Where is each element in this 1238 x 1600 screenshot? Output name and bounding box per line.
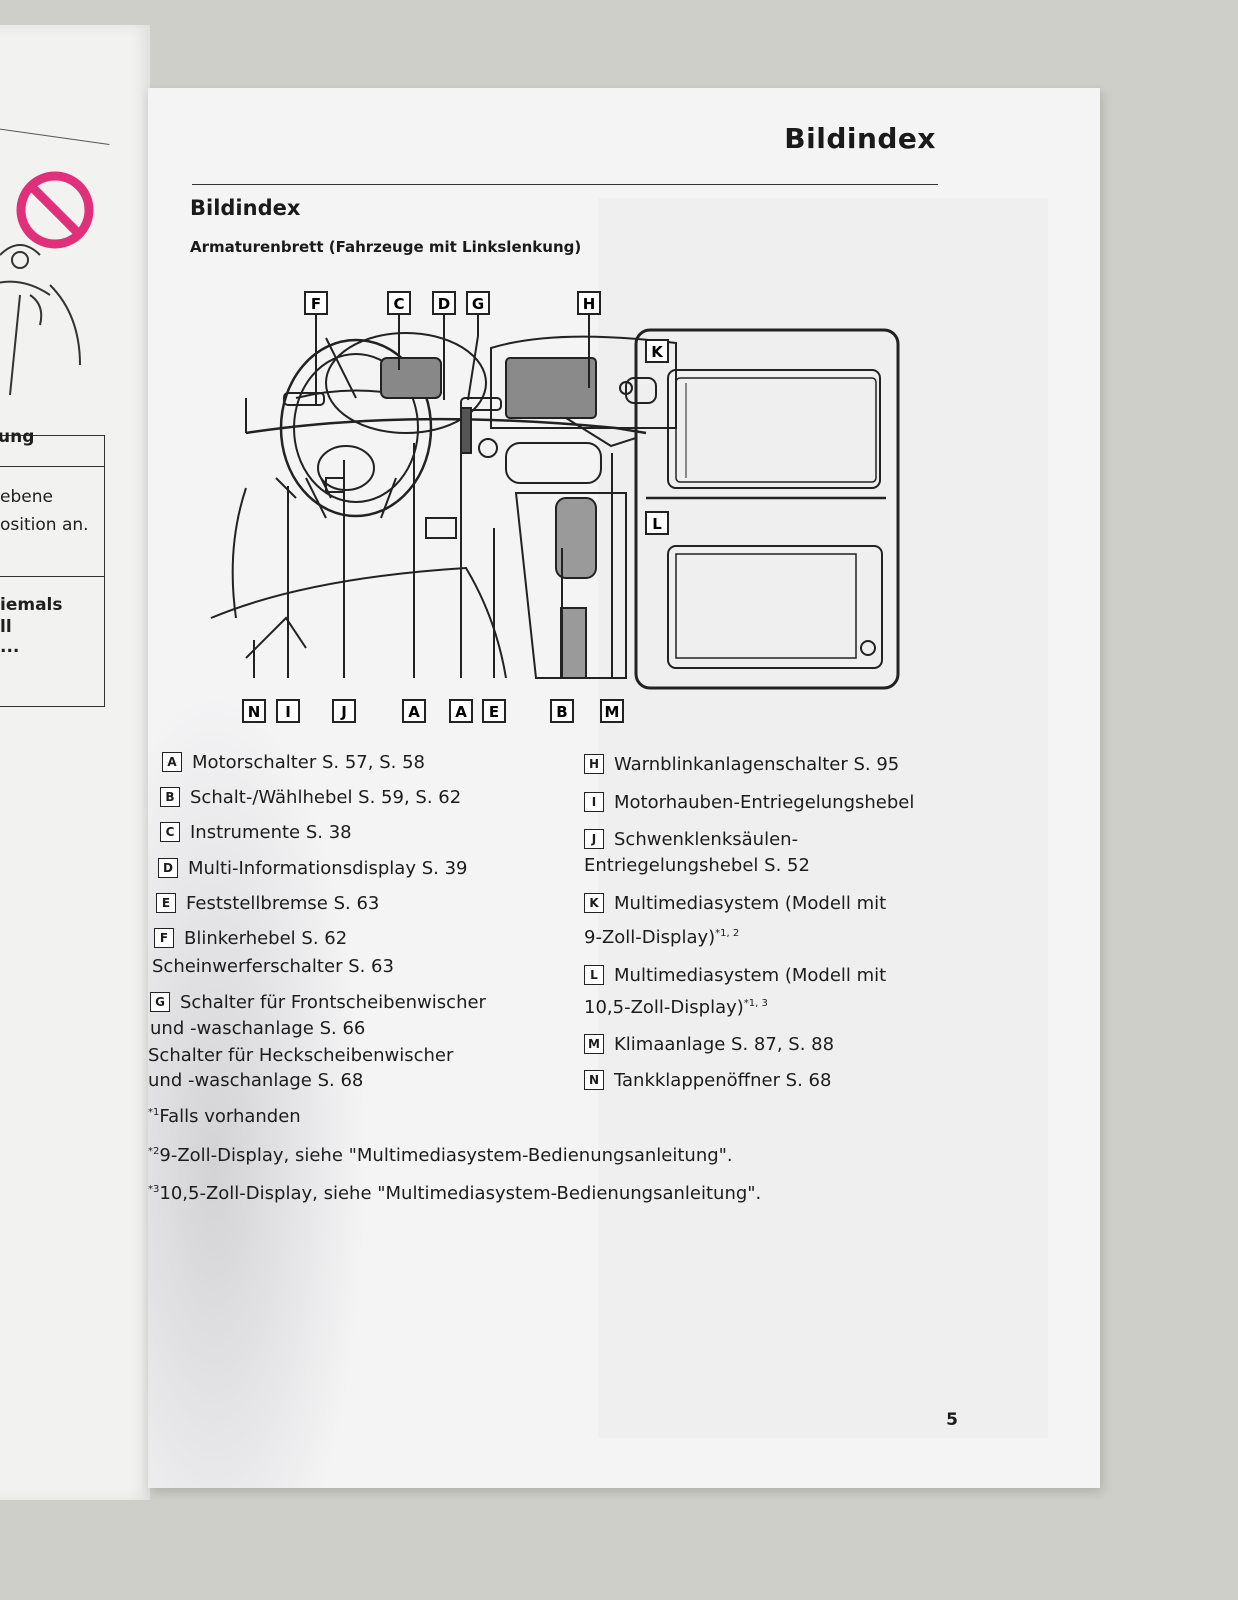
legend-item-d: D Multi-Informationsdisplay S. 39 bbox=[158, 856, 467, 882]
legend-text: Motorschalter S. 57, S. 58 bbox=[192, 752, 425, 773]
callout-f: F bbox=[311, 295, 321, 313]
letter-box: L bbox=[584, 965, 604, 985]
footnote-text: 10,5-Zoll-Display, siehe "Multimediasyst… bbox=[159, 1183, 762, 1204]
letter-box: F bbox=[154, 928, 174, 948]
legend-text: Motorhauben-Entriegelungshebel bbox=[614, 792, 915, 813]
legend-item-j-line2: Entriegelungshebel S. 52 bbox=[584, 855, 810, 876]
footnote-mark: *1 bbox=[148, 1107, 160, 1118]
legend-item-l-line2: 10,5-Zoll-Display)*1, 3 bbox=[584, 991, 768, 1021]
letter-box: H bbox=[584, 754, 604, 774]
legend-text: Multi-Informationsdisplay S. 39 bbox=[188, 858, 468, 879]
letter-box: B bbox=[160, 787, 180, 807]
legend-item-g-line4: und -waschanlage S. 68 bbox=[148, 1070, 364, 1091]
letter-box: N bbox=[584, 1070, 604, 1090]
legend-text: Instrumente S. 38 bbox=[190, 822, 352, 843]
left-page: ung ebene osition an. iemals ll ... bbox=[0, 25, 150, 1500]
legend-item-b: B Schalt-/Wählhebel S. 59, S. 62 bbox=[160, 785, 461, 811]
legend-text: Tankklappenöffner S. 68 bbox=[614, 1070, 832, 1091]
left-page-table bbox=[0, 435, 105, 707]
footnote-text: 9-Zoll-Display, siehe "Multimediasystem-… bbox=[159, 1145, 733, 1166]
interior-sketch-icon bbox=[0, 244, 81, 396]
header-rule bbox=[192, 184, 938, 185]
callout-d: D bbox=[438, 295, 450, 313]
callout-n: N bbox=[248, 703, 261, 721]
legend-text: Blinkerhebel S. 62 bbox=[184, 928, 348, 949]
legend-text: Feststellbremse S. 63 bbox=[186, 893, 380, 914]
section-title: Bildindex bbox=[190, 196, 301, 220]
footnote-2: *29-Zoll-Display, siehe "Multimediasyste… bbox=[148, 1145, 733, 1166]
letter-box: A bbox=[162, 752, 182, 772]
page-number: 5 bbox=[946, 1410, 958, 1430]
section-subtitle: Armaturenbrett (Fahrzeuge mit Linkslenku… bbox=[190, 238, 582, 256]
left-page-text: ll bbox=[0, 617, 12, 637]
footnote-1: *1Falls vorhanden bbox=[148, 1106, 301, 1127]
legend-text: Schwenklenksäulen- bbox=[614, 829, 799, 850]
letter-box: G bbox=[150, 992, 170, 1012]
callout-g: G bbox=[472, 295, 484, 313]
footnote-ref: *1, 3 bbox=[743, 998, 768, 1009]
callout-h: H bbox=[583, 295, 596, 313]
callout-j: J bbox=[340, 703, 347, 721]
legend-item-e: E Feststellbremse S. 63 bbox=[156, 891, 379, 917]
letter-box: K bbox=[584, 893, 604, 913]
callout-a: A bbox=[408, 703, 420, 721]
legend-text: Warnblinkanlagenschalter S. 95 bbox=[614, 754, 900, 775]
left-page-text: iemals bbox=[0, 595, 63, 615]
legend-item-m: M Klimaanlage S. 87, S. 88 bbox=[584, 1032, 834, 1058]
left-page-text: ebene bbox=[0, 487, 53, 507]
footnote-mark: *2 bbox=[148, 1146, 160, 1157]
legend-item-n: N Tankklappenöffner S. 68 bbox=[584, 1068, 831, 1094]
footnote-ref: *1, 2 bbox=[715, 928, 740, 939]
legend-item-f: F Blinkerhebel S. 62 bbox=[154, 926, 347, 952]
footnote-mark: *3 bbox=[148, 1184, 160, 1195]
legend-text: Schalter für Frontscheibenwischer bbox=[180, 992, 486, 1013]
callout-a: A bbox=[455, 703, 467, 721]
dashboard-diagram: F C D G H K L N I J A A E B bbox=[210, 291, 900, 723]
callout-l: L bbox=[652, 515, 662, 533]
hand-shadow bbox=[148, 688, 368, 1488]
letter-box: D bbox=[158, 858, 178, 878]
callout-badges: F C D G H K L N I J A A E B bbox=[242, 291, 669, 723]
letter-box: M bbox=[584, 1034, 604, 1054]
callout-b: B bbox=[556, 703, 567, 721]
letter-box: J bbox=[584, 829, 604, 849]
legend-text: Klimaanlage S. 87, S. 88 bbox=[614, 1034, 835, 1055]
letter-box: E bbox=[156, 893, 176, 913]
legend-item-k-line2: 9-Zoll-Display)*1, 2 bbox=[584, 921, 739, 951]
legend-item-k: K Multimediasystem (Modell mit bbox=[584, 891, 886, 917]
legend-item-j: J Schwenklenksäulen- bbox=[584, 827, 798, 853]
callout-e: E bbox=[489, 703, 499, 721]
legend-item-h: H Warnblinkanlagenschalter S. 95 bbox=[584, 752, 899, 778]
manual-page: Bildindex Bildindex Armaturenbrett (Fahr… bbox=[148, 88, 1100, 1488]
letter-box: C bbox=[160, 822, 180, 842]
legend-item-a: A Motorschalter S. 57, S. 58 bbox=[162, 750, 425, 776]
footnote-text: Falls vorhanden bbox=[159, 1106, 301, 1127]
legend-text: Schalt-/Wählhebel S. 59, S. 62 bbox=[190, 787, 462, 808]
legend-text: Multimediasystem (Modell mit bbox=[614, 893, 887, 914]
legend-item-g: G Schalter für Frontscheibenwischer bbox=[150, 990, 486, 1016]
callout-i: I bbox=[285, 703, 291, 721]
legend-item-f-line2: Scheinwerferschalter S. 63 bbox=[152, 956, 394, 977]
left-page-rule bbox=[0, 125, 110, 146]
footnote-3: *310,5-Zoll-Display, siehe "Multimediasy… bbox=[148, 1183, 761, 1204]
left-page-text: ung bbox=[0, 427, 35, 447]
callout-k: K bbox=[651, 343, 664, 361]
letter-box: I bbox=[584, 792, 604, 812]
callout-m: M bbox=[605, 703, 620, 721]
legend-item-g-line2: und -waschanlage S. 66 bbox=[150, 1018, 366, 1039]
legend-item-g-line3: Schalter für Heckscheibenwischer bbox=[148, 1045, 454, 1066]
legend-text: 10,5-Zoll-Display) bbox=[584, 997, 744, 1018]
legend-text: Multimediasystem (Modell mit bbox=[614, 965, 887, 986]
running-title: Bildindex bbox=[784, 122, 936, 155]
legend-item-l: L Multimediasystem (Modell mit bbox=[584, 963, 886, 989]
left-page-text: osition an. bbox=[0, 515, 89, 535]
legend-text: 9-Zoll-Display) bbox=[584, 927, 716, 948]
legend-item-i: I Motorhauben-Entriegelungshebel bbox=[584, 790, 914, 816]
legend-item-c: C Instrumente S. 38 bbox=[160, 820, 352, 846]
left-page-text: ... bbox=[0, 637, 20, 657]
callout-c: C bbox=[393, 295, 404, 313]
prohibition-icon bbox=[16, 171, 94, 249]
